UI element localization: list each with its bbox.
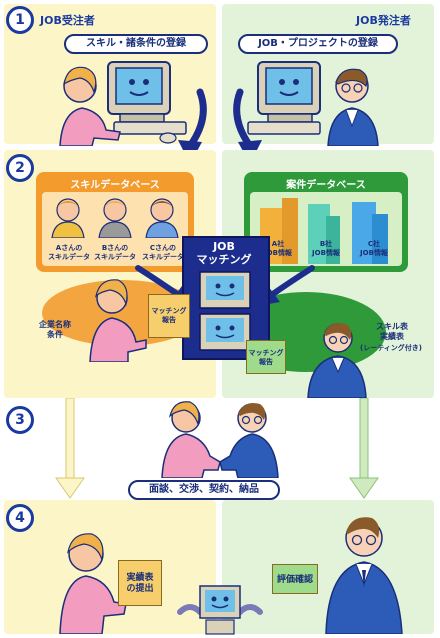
company-conditions-label: 企業名称 条件	[39, 320, 71, 339]
company-b-info: B社 JOB情報	[312, 240, 340, 257]
step-number-1: 1	[6, 6, 34, 34]
skill-person-a: Aさんの スキルデータ	[48, 244, 90, 261]
right-matching-report: マッチング 報告	[246, 340, 286, 374]
rating-note: (レーティング付き)	[360, 344, 422, 352]
job-registration-pill: JOB・プロジェクトの登録	[238, 34, 398, 54]
project-database-title: 案件データベース	[286, 180, 366, 191]
job-matching-title: JOB マッチング	[196, 240, 252, 266]
contractor-header: JOB受注者	[40, 14, 95, 27]
woman-step4-illustration	[59, 533, 127, 634]
skill-person-c: Cさんの スキルデータ	[142, 244, 184, 261]
man-step4-illustration	[325, 517, 403, 634]
step-number-3: 3	[6, 406, 34, 434]
skill-persons-illustration	[51, 198, 179, 238]
skill-record-label: スキル表 実績表	[376, 322, 408, 341]
step-number-4: 4	[6, 504, 34, 532]
client-header: JOB発注者	[356, 14, 411, 27]
negotiation-pill: 面談、交渉、契約、納品	[128, 480, 280, 500]
handshake-illustration	[161, 401, 279, 478]
matching-computers-illustration	[199, 271, 251, 351]
company-a-info: A社 JOB情報	[264, 240, 292, 257]
man-step2-illustration	[307, 323, 367, 398]
skill-person-b: Bさんの スキルデータ	[94, 244, 136, 261]
man-at-computer-illustration	[247, 61, 379, 146]
step-number-2: 2	[6, 154, 34, 182]
step4-computer-illustration	[177, 585, 263, 635]
woman-step2-illustration	[89, 279, 147, 362]
skill-registration-pill: スキル・諸条件の登録	[64, 34, 208, 54]
skill-database-title: スキルデータベース	[70, 180, 160, 191]
record-submission-note: 実績表 の提出	[118, 560, 162, 606]
left-matching-report: マッチング 報告	[148, 294, 190, 338]
woman-at-computer-illustration	[59, 61, 187, 146]
company-c-info: C社 JOB情報	[360, 240, 388, 257]
arrows-step2-to-step4	[55, 398, 379, 499]
company-buildings-illustration	[260, 198, 388, 264]
evaluation-check-note: 評価確認	[272, 564, 318, 594]
